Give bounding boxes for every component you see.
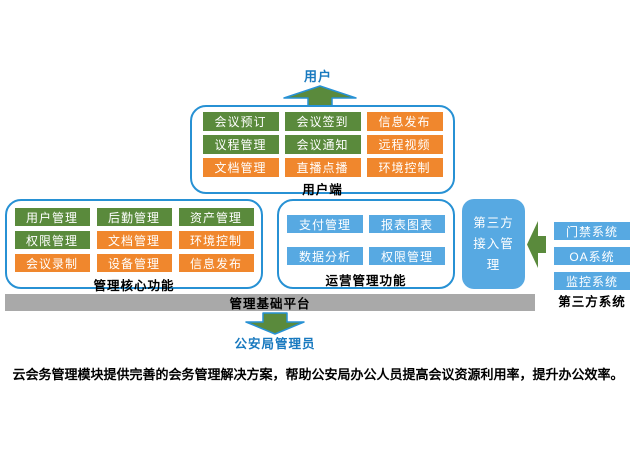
function-box: 会议预订 [202, 112, 279, 131]
user-terminal-grid: 会议预订 会议签到 信息发布 议程管理 会议通知 远程视频 文档管理 直播点播 … [202, 112, 443, 177]
function-box: 文档管理 [202, 158, 279, 177]
function-box: 权限管理 [14, 231, 90, 249]
operations-title: 运营管理功能 [325, 274, 407, 288]
function-box: 资产管理 [178, 208, 254, 226]
core-management-panel: 用户管理 后勤管理 资产管理 权限管理 文档管理 环境控制 会议录制 设备管理 … [5, 199, 263, 293]
arrow-left-icon [527, 221, 546, 268]
user-label: 用户 [303, 69, 332, 84]
operations-panel: 支付管理 报表图表 数据分析 权限管理 运营管理功能 [277, 199, 455, 289]
function-box: 直播点播 [284, 158, 361, 177]
function-box: 远程视频 [366, 135, 443, 154]
third-party-systems-title: 第三方系统 [558, 295, 626, 309]
function-box: 权限管理 [369, 247, 445, 265]
third-party-access-box: 第三方接入管理 [462, 199, 525, 289]
function-box: 用户管理 [14, 208, 90, 226]
function-box: 会议录制 [14, 254, 90, 272]
user-terminal-title: 用户端 [302, 183, 343, 197]
operations-grid: 支付管理 报表图表 数据分析 权限管理 [287, 215, 445, 265]
core-management-title: 管理核心功能 [93, 279, 175, 293]
admin-label: 公安局管理员 [234, 337, 316, 351]
function-box: 设备管理 [96, 254, 172, 272]
platform-bar: 管理基础平台 [5, 294, 535, 311]
platform-bar-label: 管理基础平台 [229, 297, 311, 311]
function-box: 数据分析 [287, 247, 363, 265]
function-box: 环境控制 [178, 231, 254, 249]
third-party-system-box: 监控系统 [554, 272, 630, 290]
function-box: 报表图表 [369, 215, 445, 233]
third-party-system-box: OA系统 [554, 247, 630, 265]
third-party-system-box: 门禁系统 [554, 222, 630, 240]
function-box: 信息发布 [366, 112, 443, 131]
function-box: 文档管理 [96, 231, 172, 249]
function-box: 会议通知 [284, 135, 361, 154]
function-box: 支付管理 [287, 215, 363, 233]
user-terminal-panel: 会议预订 会议签到 信息发布 议程管理 会议通知 远程视频 文档管理 直播点播 … [190, 105, 455, 197]
function-box: 后勤管理 [96, 208, 172, 226]
arrow-down-icon [245, 312, 305, 335]
core-management-grid: 用户管理 后勤管理 资产管理 权限管理 文档管理 环境控制 会议录制 设备管理 … [14, 208, 254, 272]
arrow-up-icon [283, 85, 357, 108]
function-box: 议程管理 [202, 135, 279, 154]
footer-description: 云会务管理模块提供完善的会务管理解决方案，帮助公安局办公人员提高会议资源利用率，… [12, 367, 624, 382]
function-box: 环境控制 [366, 158, 443, 177]
function-box: 信息发布 [178, 254, 254, 272]
function-box: 会议签到 [284, 112, 361, 131]
